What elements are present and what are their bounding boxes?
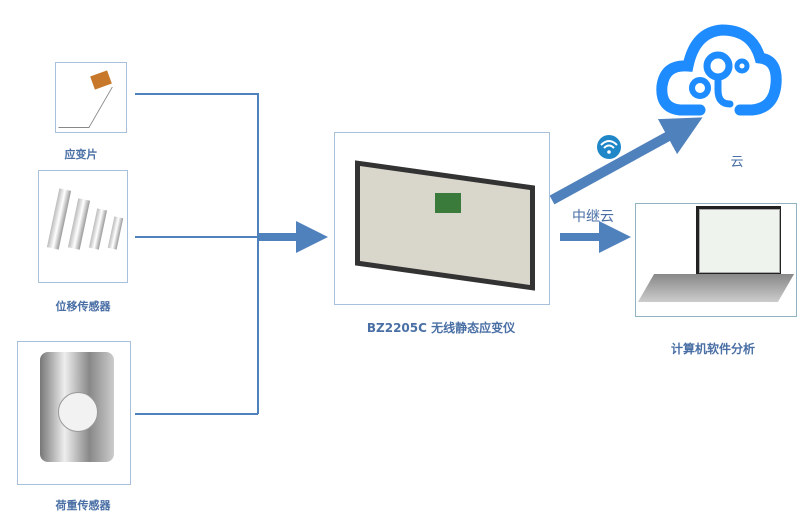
arrow-to-cloud	[549, 117, 703, 205]
computer-label: 计算机软件分析	[670, 342, 756, 356]
computer-image	[635, 203, 797, 317]
displacement-sensor-image	[38, 170, 128, 283]
device-image	[334, 132, 550, 305]
cloud-icon	[656, 24, 782, 116]
sensor-label-load: 荷重传感器	[55, 499, 111, 512]
cloud-label: 云	[730, 155, 744, 170]
load-cell-image	[17, 341, 131, 485]
wifi-icon-link	[597, 135, 621, 159]
sensor-label-strain: 应变片	[64, 148, 98, 161]
device-label: BZ2205C 无线静态应变仪	[366, 321, 516, 335]
line-strain	[135, 93, 259, 414]
relay-label: 中继云	[572, 209, 614, 225]
strain-gauge-image	[55, 62, 127, 133]
sensor-label-displacement: 位移传感器	[55, 300, 111, 313]
